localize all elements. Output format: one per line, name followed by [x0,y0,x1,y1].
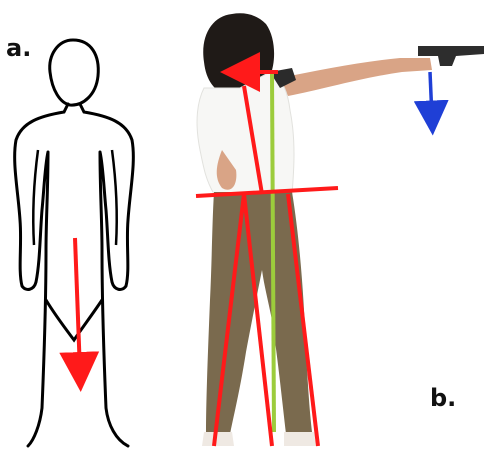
figure-head-outline [50,40,99,105]
shooter-arm [280,58,432,96]
panel-b-label: b. [430,384,456,412]
panel-a-label: a. [6,34,31,62]
figure-body-outline [15,104,134,446]
shooter-shoe-right [284,432,316,446]
panel-a-red-arrow [75,238,80,372]
blue-pistol-arrow [430,72,432,118]
panel-a-figure [15,40,134,446]
panel-b-figure [196,13,484,446]
shooter-shoe-left [202,432,234,446]
green-vertical-line [272,74,274,432]
